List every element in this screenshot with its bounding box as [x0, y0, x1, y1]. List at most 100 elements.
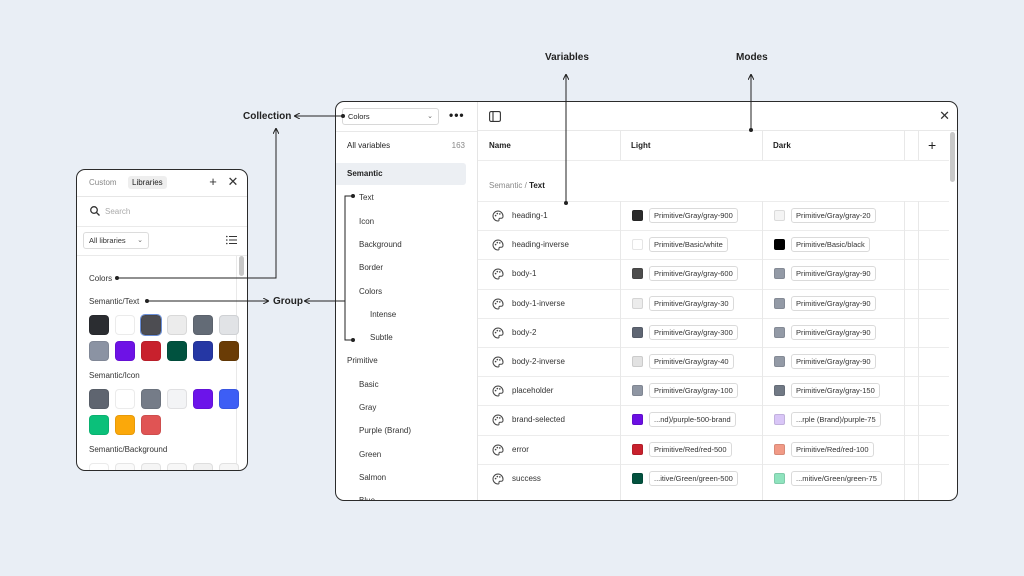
color-swatch[interactable]	[89, 415, 109, 435]
light-alias-pill[interactable]: Primitive/Gray/gray-40	[649, 354, 734, 369]
color-swatch[interactable]	[89, 315, 109, 335]
color-swatch[interactable]	[167, 341, 187, 361]
group-item[interactable]: Icon	[359, 216, 375, 226]
table-row[interactable]: heading-1 Primitive/Gray/gray-900 Primitiv…	[478, 201, 949, 230]
group-item[interactable]: Border	[359, 263, 384, 273]
color-swatch[interactable]	[115, 463, 135, 470]
color-swatch[interactable]	[167, 315, 187, 335]
dark-alias-pill[interactable]: Primitive/Red/red-100	[791, 441, 874, 457]
dark-alias-pill[interactable]: Primitive/Gray/gray-90	[791, 266, 876, 282]
table-row[interactable]: body-2-inverse Primitive/Gray/gray-40 Prim…	[478, 347, 949, 376]
variable-name[interactable]: error	[512, 444, 529, 454]
light-value-cell[interactable]: ...nd)/purple-500-brand	[632, 411, 736, 428]
color-swatch[interactable]	[219, 341, 239, 361]
table-row[interactable]: placeholder Primitive/Gray/gray-100 Primit…	[478, 376, 949, 405]
dark-alias-pill[interactable]: Primitive/Basic/black	[791, 237, 870, 253]
group-item[interactable]: Text	[359, 193, 374, 203]
color-swatch[interactable]	[141, 389, 161, 409]
color-swatch[interactable]	[141, 415, 161, 435]
scrollbar[interactable]	[239, 256, 244, 276]
sidebar-toggle-icon[interactable]	[489, 111, 501, 122]
all-variables-item[interactable]: All variables	[347, 141, 391, 150]
color-swatch[interactable]	[115, 415, 135, 435]
color-swatch[interactable]	[193, 463, 213, 470]
collection-select[interactable]: Colors ⌄	[342, 108, 439, 125]
variable-name[interactable]: heading-1	[512, 211, 548, 220]
light-alias-pill[interactable]: Primitive/Gray/gray-300	[649, 324, 738, 340]
color-swatch[interactable]	[193, 315, 213, 335]
dark-alias-pill[interactable]: Primitive/Gray/gray-90	[791, 324, 876, 340]
table-row[interactable]: success ...itive/Green/green-500 ...mitive…	[478, 464, 949, 493]
dark-value-cell[interactable]: Primitive/Gray/gray-20	[774, 207, 876, 224]
color-swatch[interactable]	[167, 389, 187, 409]
more-options-icon[interactable]: •••	[449, 108, 465, 122]
variable-name[interactable]: heading-inverse	[512, 240, 569, 250]
column-header-dark[interactable]: Dark	[773, 141, 791, 150]
variable-name[interactable]: placeholder	[512, 386, 554, 396]
group-item[interactable]: Primitive	[347, 356, 378, 366]
search-field[interactable]: Search	[85, 202, 239, 222]
collection-colors-label[interactable]: Colors	[89, 274, 113, 283]
column-header-light[interactable]: Light	[631, 141, 651, 150]
light-alias-pill[interactable]: Primitive/Gray/gray-600	[649, 266, 738, 282]
color-swatch[interactable]	[141, 463, 161, 470]
dark-value-cell[interactable]: Primitive/Gray/gray-150	[774, 382, 880, 399]
light-value-cell[interactable]: Primitive/Gray/gray-30	[632, 295, 734, 312]
group-item[interactable]: Background	[359, 239, 402, 249]
dark-value-cell[interactable]: ...rple (Brand)/purple-75	[774, 411, 881, 428]
scrollbar[interactable]	[950, 132, 955, 182]
table-row[interactable]: body-1 Primitive/Gray/gray-600 Primitive/G…	[478, 259, 949, 288]
color-swatch[interactable]	[115, 389, 135, 409]
variable-name[interactable]: success	[512, 473, 541, 483]
light-value-cell[interactable]: Primitive/Red/red-500	[632, 441, 732, 458]
add-mode-button[interactable]: +	[928, 137, 937, 153]
color-swatch[interactable]	[219, 463, 239, 470]
group-item[interactable]: Green	[359, 449, 382, 459]
dark-alias-pill[interactable]: ...mitive/Green/green-75	[791, 470, 882, 486]
light-alias-pill[interactable]: Primitive/Basic/white	[649, 237, 728, 253]
light-alias-pill[interactable]: Primitive/Red/red-500	[649, 441, 732, 457]
variable-name[interactable]: body-1	[512, 269, 537, 279]
dark-value-cell[interactable]: Primitive/Basic/black	[774, 236, 870, 253]
color-swatch[interactable]	[115, 315, 135, 335]
variable-name[interactable]: brand-selected	[512, 415, 565, 425]
list-view-icon[interactable]	[226, 235, 237, 245]
light-value-cell[interactable]: Primitive/Gray/gray-300	[632, 324, 738, 341]
color-swatch[interactable]	[89, 463, 109, 470]
table-row[interactable]: brand-selected ...nd)/purple-500-brand...…	[478, 405, 949, 434]
color-swatch[interactable]	[219, 389, 239, 409]
light-value-cell[interactable]: ...itive/Green/green-500	[632, 470, 738, 487]
dark-alias-pill[interactable]: Primitive/Gray/gray-90	[791, 295, 876, 311]
group-item[interactable]: Intense	[370, 309, 397, 319]
breadcrumb-parent[interactable]: Semantic	[489, 181, 523, 190]
color-swatch[interactable]	[141, 341, 161, 361]
light-value-cell[interactable]: Primitive/Gray/gray-40	[632, 353, 734, 370]
group-item[interactable]: Salmon	[359, 472, 387, 482]
tab-libraries[interactable]: Libraries	[128, 176, 167, 189]
dark-alias-pill[interactable]: Primitive/Gray/gray-150	[791, 383, 880, 399]
dark-alias-pill[interactable]: ...rple (Brand)/purple-75	[791, 412, 881, 428]
group-item[interactable]: Gray	[359, 403, 377, 412]
color-swatch[interactable]	[89, 389, 109, 409]
close-icon[interactable]: ✕	[939, 108, 950, 123]
color-swatch[interactable]	[89, 341, 109, 361]
color-swatch[interactable]	[193, 341, 213, 361]
light-value-cell[interactable]: Primitive/Gray/gray-100	[632, 382, 738, 399]
color-swatch[interactable]	[115, 341, 135, 361]
dark-value-cell[interactable]: Primitive/Gray/gray-90	[774, 353, 876, 370]
dark-value-cell[interactable]: Primitive/Gray/gray-90	[774, 265, 876, 282]
light-value-cell[interactable]: Primitive/Basic/white	[632, 236, 728, 253]
group-item[interactable]: Purple (Brand)	[359, 426, 412, 436]
group-item[interactable]: Semantic	[336, 163, 466, 185]
variable-name[interactable]: body-2-inverse	[512, 357, 565, 366]
dark-value-cell[interactable]: Primitive/Red/red-100	[774, 441, 874, 458]
light-value-cell[interactable]: Primitive/Gray/gray-900	[632, 207, 738, 224]
group-item[interactable]: Blue	[359, 496, 376, 501]
dark-alias-pill[interactable]: Primitive/Gray/gray-20	[791, 208, 876, 223]
light-alias-pill[interactable]: ...itive/Green/green-500	[649, 470, 738, 486]
dark-value-cell[interactable]: Primitive/Gray/gray-90	[774, 295, 876, 312]
light-alias-pill[interactable]: Primitive/Gray/gray-900	[649, 208, 738, 223]
color-swatch[interactable]	[167, 463, 187, 470]
group-item[interactable]: Basic	[359, 379, 379, 389]
